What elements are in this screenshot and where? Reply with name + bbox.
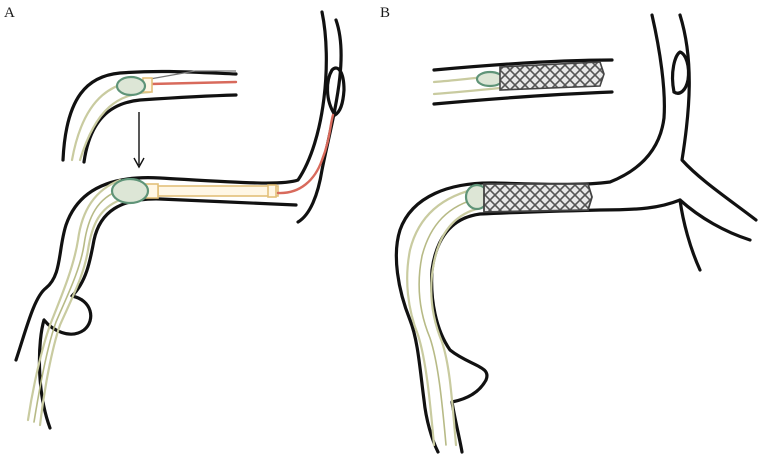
vessel-b-catheter-outer: [406, 186, 482, 447]
inset-balloon: [115, 75, 147, 97]
panel-a-label: A: [4, 5, 15, 21]
inset-b-stent: [499, 61, 605, 91]
vessel-b-catheter-inner: [430, 206, 482, 447]
occlusion-balloon-a: [110, 177, 150, 205]
vessel-b-lower-wall: [430, 198, 752, 454]
vessel-b-catheter-mid: [418, 197, 481, 446]
panel-b-label: B: [380, 5, 390, 21]
vessel-b-bulge: [670, 50, 691, 95]
panel-a: A: [4, 5, 346, 430]
inset-b-upper-wall: [432, 58, 614, 72]
inset-upper-wall: [61, 69, 238, 162]
inset-b-balloon: [475, 70, 505, 88]
vessel-a-upper-wall: [14, 10, 328, 362]
deployed-stent: [483, 183, 593, 213]
vessel-b-branch-upper: [678, 13, 758, 222]
vessel-a-lower-wall-main: [37, 197, 298, 430]
stent-delivery-shaft: [157, 185, 279, 197]
inset-wire-upper: [149, 70, 236, 80]
vessel-b-branch-lower: [678, 198, 702, 272]
panel-b-vessel: [394, 13, 758, 454]
stent-delivery-tip: [267, 184, 277, 198]
panel-a-vessel: [14, 10, 346, 430]
vessel-b-upper-wall: [394, 13, 666, 454]
vessel-a-branch: [325, 66, 346, 117]
inset-guidewire: [148, 80, 238, 86]
inset-lower-wall: [82, 93, 238, 164]
panel-b-inset: [432, 58, 614, 106]
inset-b-catheter-inner: [432, 86, 502, 96]
vessel-a-catheter-mid: [33, 189, 121, 423]
vessel-a-catheter-outer: [26, 178, 122, 422]
inset-b-lower-wall: [432, 90, 614, 106]
panel-a-inset: [61, 69, 238, 164]
down-arrow-icon: [133, 112, 145, 169]
vessel-a-catheter-inner: [38, 198, 122, 427]
vessel-a-guidewire: [276, 113, 335, 195]
panel-b: B: [380, 5, 758, 454]
